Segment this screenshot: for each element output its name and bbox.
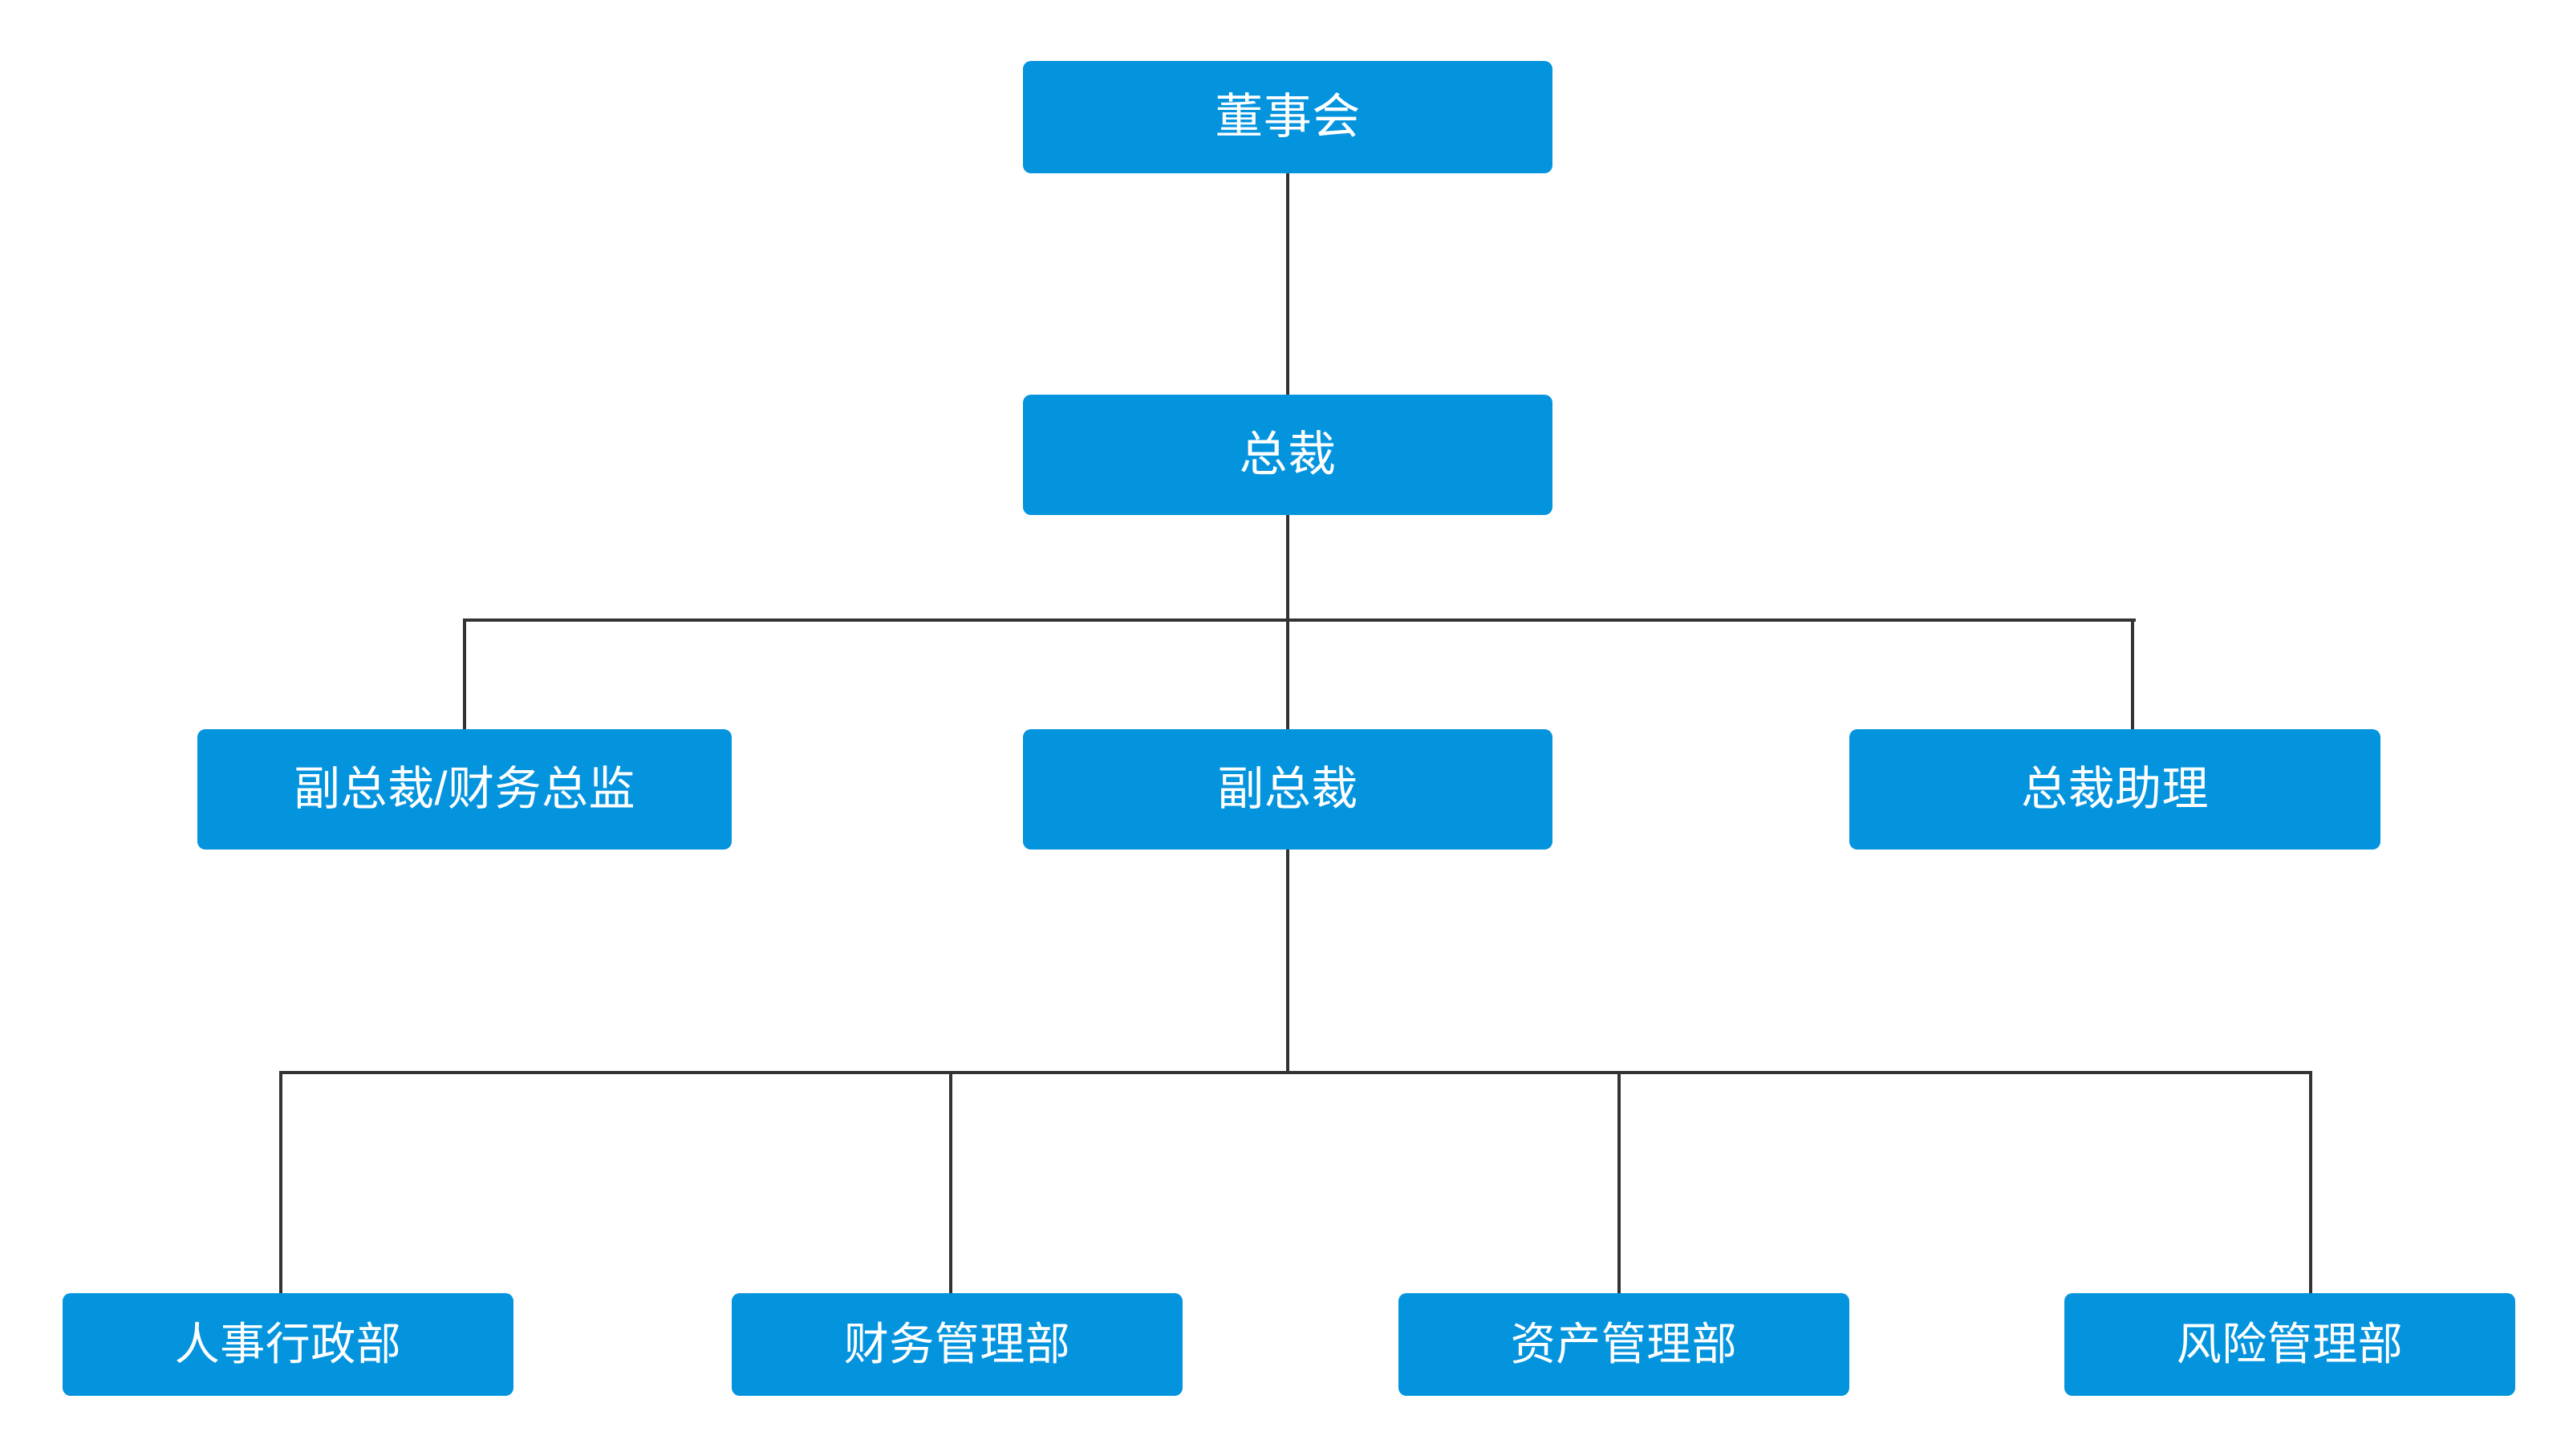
- connector-bus-to-vp-cfo: [463, 618, 466, 731]
- connector-board-to-president: [1286, 173, 1289, 396]
- connector-bus-to-risk: [2309, 1071, 2312, 1295]
- connector-president-stem: [1286, 515, 1289, 622]
- org-node-label-asset: 资产管理部: [1510, 1319, 1738, 1369]
- connector-bus-to-assistant: [2131, 618, 2134, 731]
- org-node-board[interactable]: 董事会: [1023, 61, 1552, 173]
- org-node-label-vp: 副总裁: [1217, 763, 1358, 815]
- org-node-risk[interactable]: 风险管理部: [2064, 1293, 2515, 1396]
- org-node-label-board: 董事会: [1215, 90, 1361, 144]
- org-node-asset[interactable]: 资产管理部: [1398, 1293, 1849, 1396]
- org-node-label-finance: 财务管理部: [843, 1319, 1071, 1369]
- org-node-president[interactable]: 总裁: [1023, 395, 1552, 515]
- connector-bus-vp-children: [279, 1071, 2312, 1074]
- connector-vp-stem: [1286, 850, 1289, 1073]
- org-node-label-vp-cfo: 副总裁/财务总监: [293, 763, 636, 815]
- org-node-assistant[interactable]: 总裁助理: [1849, 729, 2380, 850]
- connector-bus-to-vp: [1286, 618, 1289, 731]
- org-node-label-president: 总裁: [1239, 428, 1337, 481]
- connector-bus-president-children: [463, 618, 2136, 622]
- org-node-label-assistant: 总裁助理: [2020, 763, 2209, 815]
- org-node-vp[interactable]: 副总裁: [1023, 729, 1552, 850]
- connector-bus-to-hr: [279, 1071, 282, 1295]
- org-node-finance[interactable]: 财务管理部: [732, 1293, 1183, 1396]
- org-node-hr[interactable]: 人事行政部: [63, 1293, 513, 1396]
- org-node-label-risk: 风险管理部: [2176, 1319, 2404, 1369]
- org-node-vp-cfo[interactable]: 副总裁/财务总监: [197, 729, 732, 850]
- org-node-label-hr: 人事行政部: [174, 1319, 402, 1369]
- connector-bus-to-finance: [949, 1071, 952, 1295]
- connector-bus-to-asset: [1617, 1071, 1621, 1295]
